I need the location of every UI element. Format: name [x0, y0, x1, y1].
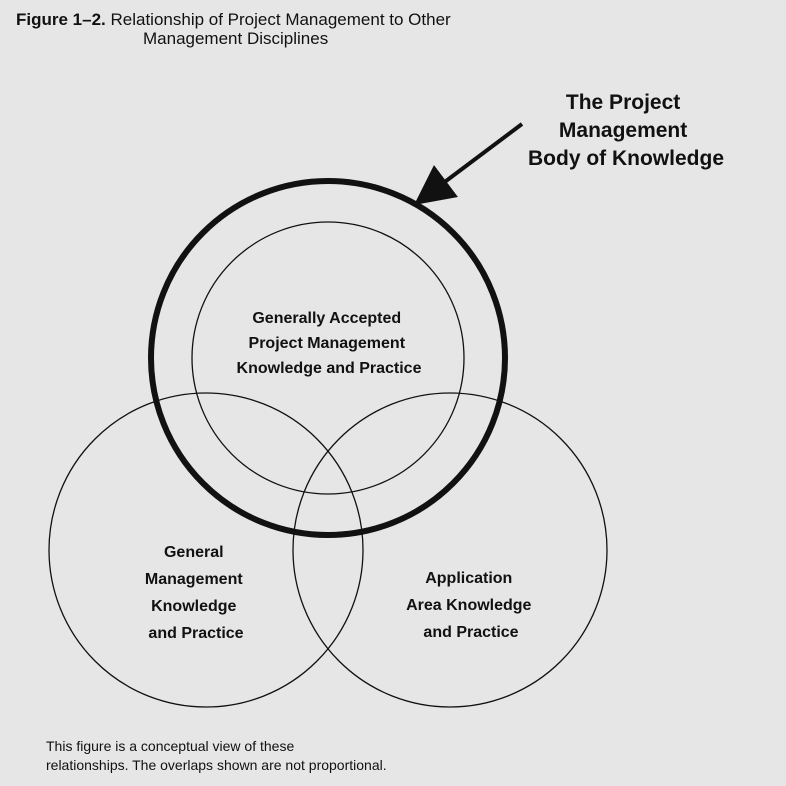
figure-title-line1: Relationship of Project Management to Ot… [110, 10, 451, 29]
footnote: This figure is a conceptual view of thes… [46, 737, 387, 775]
figure-label: Figure 1–2. [16, 10, 106, 29]
general-management-circle [48, 392, 364, 708]
general-management-label: General Management Knowledge and Practic… [145, 544, 247, 642]
application-area-line2: Area Knowledge [406, 597, 531, 614]
pmbok-label-line3: Body of Knowledge [528, 147, 724, 170]
pmbok-label-line2: Management [559, 119, 687, 142]
generally-accepted-line2: Project Management [249, 335, 406, 352]
pointer-arrow [414, 122, 524, 205]
general-management-line4: and Practice [148, 625, 243, 642]
application-area-line3: and Practice [423, 624, 518, 641]
figure-title-line2: Management Disciplines [143, 29, 329, 48]
pmbok-label: The Project Management Body of Knowledge [528, 91, 724, 170]
footnote-line2: relationships. The overlaps shown are no… [46, 757, 387, 773]
pmbok-circle [148, 178, 508, 538]
general-management-line3: Knowledge [151, 598, 236, 615]
pmbok-label-line1: The Project [566, 91, 680, 114]
general-management-line2: Management [145, 571, 243, 588]
generally-accepted-line3: Knowledge and Practice [237, 360, 422, 377]
general-management-line1: General [164, 544, 224, 561]
generally-accepted-circle [191, 221, 465, 495]
application-area-label: Application Area Knowledge and Practice [406, 570, 536, 641]
application-area-circle [292, 392, 608, 708]
generally-accepted-line1: Generally Accepted [252, 310, 401, 327]
generally-accepted-label: Generally Accepted Project Management Kn… [237, 310, 422, 377]
footnote-line1: This figure is a conceptual view of thes… [46, 738, 295, 754]
application-area-line1: Application [425, 570, 512, 587]
figure-caption: Figure 1–2. Relationship of Project Mana… [16, 10, 451, 48]
